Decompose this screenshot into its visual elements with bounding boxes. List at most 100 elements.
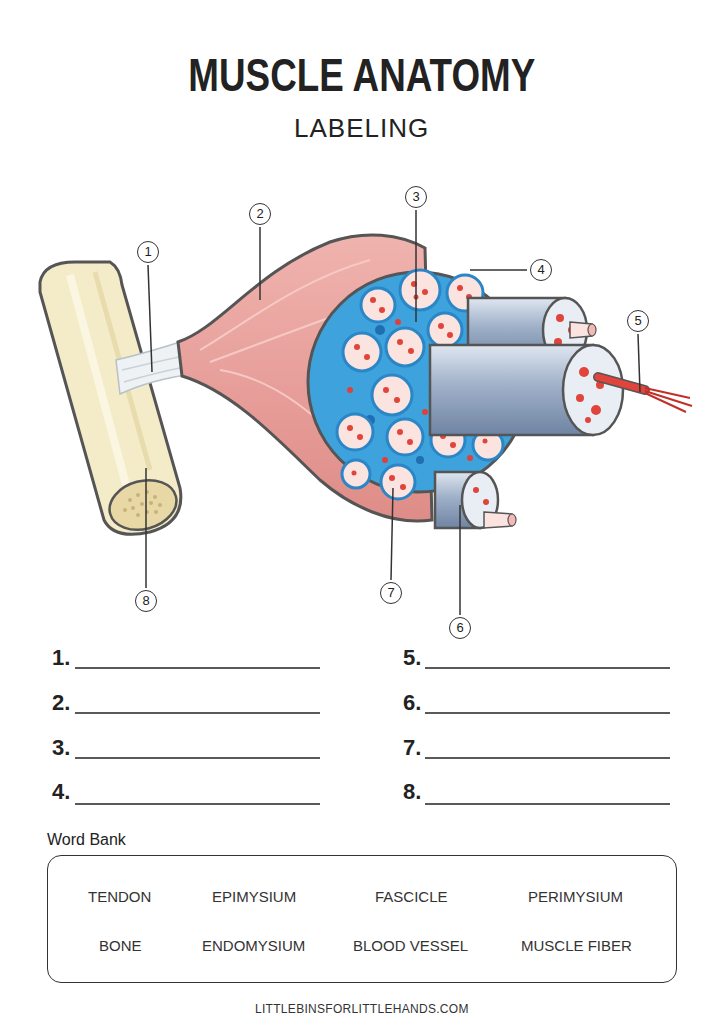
bone (158, 503, 162, 507)
bone (123, 508, 127, 512)
blood-vessel (598, 377, 645, 390)
bone (136, 493, 140, 497)
answer-underlines (75, 668, 670, 804)
answer-number: 7. (403, 735, 421, 761)
cross-section (416, 456, 424, 464)
word-bank-term: TENDON (88, 888, 151, 905)
fascicle-cylinders (591, 405, 601, 415)
cross-section (372, 375, 412, 415)
cross-section (400, 270, 440, 310)
cross-section (357, 434, 363, 440)
answer-underlines (425, 757, 670, 759)
cross-section (457, 285, 463, 291)
callout-number: 7 (380, 582, 402, 604)
cross-section (394, 397, 400, 403)
cross-section (400, 484, 406, 490)
word-bank-heading: Word Bank (47, 831, 126, 849)
answer-number: 6. (403, 690, 421, 716)
answer-number: 4. (52, 779, 70, 805)
bone (131, 506, 135, 510)
fascicle-cylinders (563, 345, 623, 435)
cross-section (342, 460, 370, 488)
answer-underlines (75, 667, 320, 669)
bone (149, 501, 153, 505)
answer-underlines (425, 803, 670, 805)
bone (123, 490, 162, 517)
fascicle-cylinders (473, 487, 489, 505)
cross-section (397, 429, 403, 435)
fascicle-cylinders (579, 367, 589, 377)
cross-section (483, 439, 488, 444)
muscle-belly (200, 260, 380, 460)
answer-underlines (75, 712, 320, 714)
answer-underlines (75, 803, 320, 805)
cross-section (364, 354, 370, 360)
cross-section (389, 475, 395, 481)
cross-section (395, 319, 401, 325)
cross-section (347, 387, 353, 393)
answer-underlines (425, 712, 670, 714)
cross-section (422, 289, 428, 295)
bone (140, 502, 144, 506)
cross-section (467, 455, 473, 461)
website-footer: LITTLEBINSFORLITTLEHANDS.COM (255, 1002, 469, 1016)
answer-number: 3. (52, 735, 70, 761)
answer-number: 1. (52, 645, 70, 671)
answer-number: 8. (403, 779, 421, 805)
cross-section (370, 297, 376, 303)
cross-section (422, 409, 428, 415)
leader-lines (259, 227, 261, 300)
cross-section (438, 323, 444, 329)
cross-section (387, 419, 423, 455)
fascicle-cylinders (556, 314, 564, 322)
leader-lines (391, 488, 393, 580)
cross-section (408, 348, 414, 354)
bone (40, 262, 182, 537)
cross-section (381, 465, 415, 499)
callout-number: 6 (449, 617, 471, 639)
word-bank-box: Word BankTENDONEPIMYSIUMFASCICLEPERIMYSI… (47, 828, 677, 983)
callout-number: 8 (135, 590, 157, 612)
cross-section (379, 307, 385, 313)
subtitle: LABELING (294, 113, 429, 144)
cross-section (337, 414, 373, 450)
bone (154, 510, 158, 514)
leader-lines (145, 468, 147, 588)
leader-lines (415, 210, 417, 322)
callout-number: 5 (627, 310, 649, 332)
word-bank-term: BONE (99, 937, 142, 954)
cross-section (450, 442, 456, 448)
word-bank-term: FASCICLE (375, 888, 448, 905)
cross-section (383, 387, 389, 393)
blood-vessel (598, 377, 692, 412)
page-title: MUSCLE ANATOMY (188, 48, 535, 102)
cross-section (375, 325, 385, 335)
leader-lines (470, 269, 527, 271)
bone (153, 495, 157, 499)
word-bank-border (47, 855, 677, 983)
word-bank-term: BLOOD VESSEL (353, 937, 468, 954)
fascicle-cylinders (483, 499, 489, 505)
fascicle-cylinders (585, 417, 591, 423)
cross-section (407, 439, 413, 445)
cross-section (382, 457, 388, 463)
cross-section (386, 328, 424, 366)
fascicle-cylinders (430, 298, 623, 528)
cross-section (354, 344, 360, 350)
word-bank-term: EPIMYSIUM (212, 888, 296, 905)
cross-section (352, 471, 357, 476)
callout-number: 4 (530, 259, 552, 281)
callout-number: 1 (137, 241, 159, 263)
answer-number: 5. (403, 645, 421, 671)
cross-section (447, 332, 453, 338)
word-bank-term: ENDOMYSIUM (202, 937, 305, 954)
fascicle-cylinders (588, 324, 596, 336)
cross-section (428, 313, 462, 347)
blood-vessel (645, 388, 692, 412)
answer-number: 2. (52, 690, 70, 716)
cross-section (343, 333, 381, 371)
blood-vessel (598, 377, 645, 390)
cross-section (347, 425, 353, 431)
